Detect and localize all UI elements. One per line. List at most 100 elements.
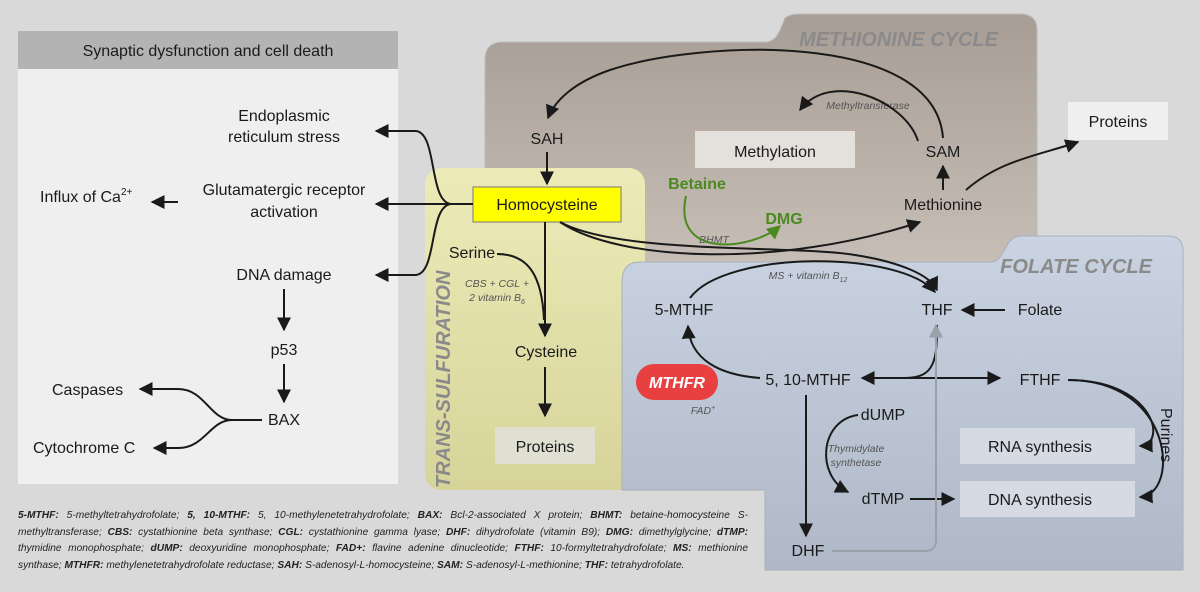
proteins-top: Proteins	[1089, 114, 1148, 131]
legend-definition: cystathionine gamma lyase;	[303, 526, 446, 538]
legend-abbr: MS:	[672, 543, 692, 554]
thymidylate-line2: synthetase	[831, 457, 882, 469]
arrow-mthf5-thf	[689, 260, 936, 299]
cytochrome-c: Cytochrome C	[33, 440, 135, 457]
arrow-serine-cysteine	[496, 253, 545, 321]
legend-abbr: dTMP:	[716, 526, 749, 538]
cysteine: Cysteine	[515, 344, 577, 361]
glutamatergic-line2: activation	[250, 204, 318, 221]
homocysteine-box	[472, 186, 622, 223]
ms-label: MS + vitamin B12	[769, 270, 848, 284]
legend-definition: deoxyuridine monophosphate;	[182, 543, 336, 554]
mthf-5: 5-MTHF	[655, 302, 714, 319]
arrow-dump-dtmp	[825, 414, 859, 493]
left-panel	[18, 31, 398, 484]
methyltransferase: Methyltransferase	[826, 100, 910, 112]
folate: Folate	[1018, 302, 1063, 319]
bax: BAX	[268, 412, 300, 429]
p53: p53	[271, 342, 298, 359]
er-stress-line2: reticulum stress	[228, 129, 340, 146]
sam: SAM	[926, 144, 961, 161]
mthf-510: 5, 10-MTHF	[765, 372, 851, 389]
legend-abbr: DMG:	[605, 526, 633, 538]
er-stress-line1: Endoplasmic	[238, 108, 330, 125]
dtmp: dTMP	[862, 491, 905, 508]
transsulfuration-region	[425, 168, 645, 490]
mthfr-pill	[636, 364, 718, 400]
proteins-top-box	[1068, 102, 1168, 140]
legend-definition: betaine-homocysteine S-methyltransferase…	[18, 510, 748, 538]
legend-definition: cystathionine beta synthase;	[132, 526, 279, 538]
cbs-line2: 2 vitamin B6	[468, 292, 525, 306]
fad: FAD+	[691, 405, 715, 417]
legend-definition: 5-methyltetrahydrofolate;	[58, 510, 188, 521]
arrow-dhf-thf	[832, 323, 943, 552]
legend-abbr: FTHF:	[514, 543, 544, 554]
panel-title: Synaptic dysfunction and cell death	[83, 43, 334, 60]
fthf: FTHF	[1020, 372, 1061, 389]
arrow-fthf-dna	[1067, 379, 1165, 504]
caspases: Caspases	[52, 382, 123, 399]
abbreviation-legend: 5-MTHF: 5-methyltetrahydrofolate; 5, 10-…	[18, 508, 748, 574]
legend-abbr: CGL:	[278, 526, 304, 538]
dump: dUMP	[861, 407, 905, 424]
legend-definition: Bcl-2-associated X protein;	[442, 510, 591, 521]
legend-definition: tetrahydrofolate.	[608, 559, 685, 571]
folate-cycle-title: FOLATE CYCLE	[1000, 256, 1153, 278]
legend-definition: thymidine monophosphate;	[18, 543, 151, 554]
serine: Serine	[449, 245, 495, 262]
mthfr: MTHFR	[649, 375, 705, 392]
arrow-mthfr-mthf5	[681, 324, 761, 379]
methionine: Methionine	[904, 197, 982, 214]
transsulfuration-title: TRANS-SULFURATION	[433, 270, 455, 488]
legend-abbr: 5-MTHF:	[18, 510, 59, 521]
dna-damage: DNA damage	[236, 267, 331, 284]
legend-abbr: dUMP:	[150, 543, 183, 554]
thymidylate-line1: Thymidylate	[828, 443, 885, 455]
legend-abbr: SAM:	[437, 559, 464, 571]
bhmt: BHMT	[699, 234, 730, 246]
legend-definition: 10-formyltetrahydrofolate;	[543, 543, 673, 554]
rna-synthesis-box	[960, 428, 1135, 464]
arrow-hcy-dna-damage	[374, 203, 453, 282]
influx-ca: Influx of Ca2+	[40, 187, 132, 206]
dhf: DHF	[792, 543, 825, 560]
legend-abbr: BHMT:	[590, 510, 623, 521]
methylation-box	[695, 131, 855, 168]
legend-abbr: MTHFR:	[64, 559, 104, 571]
arrow-hcy-methionine	[559, 219, 922, 256]
sah: SAH	[531, 131, 564, 148]
homocysteine: Homocysteine	[496, 197, 597, 214]
proteins-bottom-box	[495, 427, 595, 464]
legend-definition: S-adenosyl-L-methionine;	[463, 559, 585, 571]
legend-definition: flavine adenine dinucleotide;	[365, 543, 515, 554]
dna-synthesis: DNA synthesis	[988, 492, 1092, 509]
arrow-methionine-proteins	[965, 139, 1080, 191]
legend-abbr: CBS:	[107, 526, 133, 538]
legend-abbr: FAD+:	[335, 543, 366, 554]
cbs-line1: CBS + CGL +	[465, 278, 529, 290]
methionine-cycle-title: METHIONINE CYCLE	[799, 29, 999, 51]
legend-definition: S-adenosyl-L-homocysteine;	[302, 559, 438, 571]
thf: THF	[921, 302, 952, 319]
legend-definition: methionine synthase;	[18, 543, 748, 571]
legend-abbr: DHF:	[445, 526, 471, 538]
legend-abbr: 5, 10-MTHF:	[187, 510, 251, 521]
arrow-hcy-thf	[559, 221, 938, 292]
arrow-methionine-sah	[546, 48, 944, 139]
dmg: DMG	[765, 211, 802, 228]
dna-synthesis-box	[960, 481, 1135, 517]
left-panel-header	[18, 31, 398, 69]
legend-abbr: BAX:	[417, 510, 443, 521]
glutamatergic-line1: Glutamatergic receptor	[203, 182, 366, 199]
purines: Purines	[1157, 408, 1174, 462]
betaine: Betaine	[668, 176, 726, 193]
legend-abbr: SAH:	[277, 559, 303, 571]
methylation: Methylation	[734, 144, 816, 161]
legend-definition: 5, 10-methylenetetrahydrofolate;	[250, 510, 418, 521]
rna-synthesis: RNA synthesis	[988, 439, 1092, 456]
arrow-betaine-dmg	[683, 195, 782, 246]
proteins-bottom: Proteins	[516, 439, 575, 456]
arrow-sam-methylation	[799, 90, 919, 142]
